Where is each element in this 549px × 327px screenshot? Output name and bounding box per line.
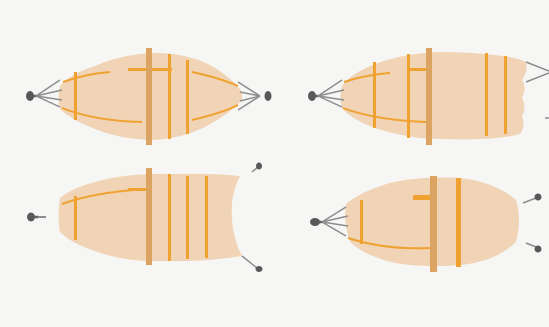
center-post: [146, 48, 152, 145]
center-post: [426, 48, 432, 145]
batten-rod: [205, 176, 208, 258]
loose-line-bottom: [242, 256, 257, 268]
weight-left: [308, 91, 316, 101]
detached-lines-right: [523, 198, 536, 247]
batten-rod: [504, 56, 507, 134]
batten-rod: [360, 200, 363, 244]
batten-rod: [186, 176, 189, 259]
panel-bottom-left: [27, 163, 263, 273]
batten-rod: [168, 54, 171, 139]
batten-rod: [407, 54, 410, 138]
weight-left: [27, 213, 35, 222]
batten-rod: [74, 72, 77, 120]
batten-rod: [373, 62, 376, 128]
batten-rod: [456, 178, 461, 267]
batten-rod: [74, 196, 77, 240]
batten-rod: [168, 174, 171, 261]
rigging-lines-left: [318, 80, 344, 107]
weight-bottom-right: [256, 266, 263, 272]
weight-top-right: [256, 163, 262, 170]
panel-bottom-right: [310, 176, 542, 272]
batten-rod: [485, 53, 488, 136]
weight-bottom-right: [535, 246, 542, 253]
rigging-lines-left: [322, 207, 348, 236]
weight-top-right: [535, 194, 542, 201]
weight-right: [265, 91, 272, 101]
panel-top-left: [26, 48, 272, 145]
batten-rod: [186, 60, 189, 134]
rigging-lines-left: [36, 80, 62, 107]
loose-lines-right: [526, 62, 549, 118]
membrane-body: [341, 52, 527, 139]
center-post: [430, 176, 437, 272]
panel-top-right: [308, 48, 549, 145]
center-post: [146, 168, 152, 265]
weight-left: [310, 218, 320, 226]
weight-left: [26, 91, 34, 101]
